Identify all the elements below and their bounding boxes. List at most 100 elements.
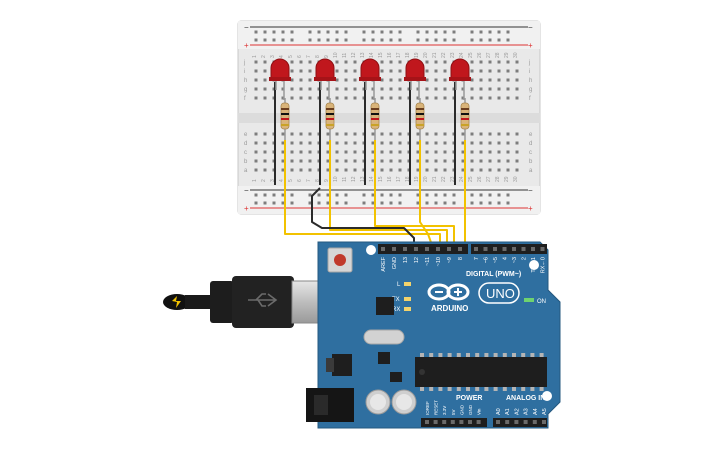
breadboard-hole bbox=[308, 141, 312, 145]
breadboard-hole bbox=[290, 141, 294, 145]
wire-ground[interactable] bbox=[311, 187, 415, 248]
reset-button-cap[interactable] bbox=[334, 254, 346, 266]
led-tx-label: TX bbox=[392, 297, 400, 303]
breadboard-hole bbox=[506, 60, 510, 64]
rail-hole bbox=[398, 201, 402, 205]
rail-hole bbox=[281, 201, 285, 205]
column-number-top: 17 bbox=[396, 52, 402, 58]
breadboard-hole bbox=[488, 141, 492, 145]
rail-hole bbox=[281, 193, 285, 197]
breadboard-hole bbox=[389, 159, 393, 163]
breadboard-hole bbox=[326, 87, 330, 91]
breadboard-hole bbox=[380, 69, 384, 73]
led-2[interactable] bbox=[314, 58, 336, 100]
rail-hole bbox=[308, 30, 312, 34]
row-letter: i bbox=[529, 69, 530, 75]
breadboard-hole bbox=[380, 87, 384, 91]
column-number-bottom: 26 bbox=[477, 176, 483, 182]
breadboard-hole bbox=[515, 159, 519, 163]
rail-hole bbox=[470, 193, 474, 197]
breadboard-hole bbox=[299, 159, 303, 163]
breadboard-hole bbox=[380, 132, 384, 136]
header-pin bbox=[514, 420, 519, 424]
breadboard-hole bbox=[434, 60, 438, 64]
led-3[interactable] bbox=[359, 58, 381, 100]
row-letter: d bbox=[244, 141, 247, 147]
resistor-1[interactable] bbox=[280, 98, 290, 140]
row-letter: e bbox=[529, 132, 533, 138]
wire-pin-12[interactable] bbox=[329, 140, 448, 248]
breadboard-hole bbox=[353, 150, 357, 154]
led-4[interactable] bbox=[404, 58, 426, 100]
column-number-top: 2 bbox=[261, 55, 267, 58]
column-number-bottom: 11 bbox=[342, 177, 348, 182]
breadboard-hole bbox=[299, 96, 303, 100]
header-pin bbox=[436, 247, 440, 251]
rail-hole bbox=[254, 38, 258, 42]
rail-hole bbox=[434, 30, 438, 34]
row-letter: c bbox=[529, 150, 532, 156]
rail-hole bbox=[416, 193, 420, 197]
header-pin bbox=[458, 247, 462, 251]
dc-power-jack[interactable] bbox=[306, 388, 354, 422]
wire-pin-10[interactable] bbox=[419, 140, 434, 249]
breadboard-hole bbox=[461, 141, 465, 145]
resistor-2[interactable] bbox=[325, 98, 335, 140]
rail-hole bbox=[272, 193, 276, 197]
column-number-top: 4 bbox=[279, 55, 285, 58]
mounting-hole bbox=[542, 391, 552, 401]
breadboard-hole bbox=[470, 168, 474, 172]
breadboard-hole bbox=[416, 141, 420, 145]
led-1[interactable] bbox=[269, 58, 291, 100]
column-number-top: 15 bbox=[378, 52, 384, 58]
resistor-3[interactable] bbox=[370, 98, 380, 140]
rail-hole bbox=[263, 30, 267, 34]
rail-hole bbox=[452, 38, 456, 42]
rail-hole bbox=[290, 30, 294, 34]
rail-hole bbox=[344, 193, 348, 197]
column-number-top: 16 bbox=[387, 52, 393, 58]
usb-cable-cord bbox=[185, 295, 213, 309]
header-pin bbox=[392, 247, 396, 251]
led-5[interactable] bbox=[449, 58, 471, 100]
wire-pin-13[interactable] bbox=[284, 140, 441, 248]
chip-pin bbox=[539, 387, 544, 391]
rail-hole bbox=[425, 193, 429, 197]
breadboard-hole bbox=[497, 141, 501, 145]
rail-hole bbox=[263, 193, 267, 197]
rail-hole bbox=[290, 201, 294, 205]
chip-pin bbox=[502, 387, 507, 391]
breadboard-hole bbox=[479, 150, 483, 154]
breadboard-hole bbox=[434, 96, 438, 100]
resistor-5[interactable] bbox=[460, 98, 470, 140]
rail-hole bbox=[506, 201, 510, 205]
breadboard-hole bbox=[416, 159, 420, 163]
breadboard-hole bbox=[299, 87, 303, 91]
breadboard-hole bbox=[353, 60, 357, 64]
column-number-bottom: 30 bbox=[513, 176, 519, 182]
header-pin bbox=[414, 247, 418, 251]
rail-hole bbox=[362, 201, 366, 205]
breadboard-hole bbox=[398, 69, 402, 73]
resistor-4[interactable] bbox=[415, 98, 425, 140]
digital-pin-label: 12 bbox=[414, 257, 420, 263]
breadboard-hole bbox=[479, 69, 483, 73]
breadboard-hole bbox=[488, 78, 492, 82]
chip-pin bbox=[456, 353, 461, 357]
rail-minus-label-bottom-right: − bbox=[528, 186, 533, 195]
column-number-top: 22 bbox=[441, 52, 447, 58]
rail-hole bbox=[425, 38, 429, 42]
analog-header-label: ANALOG IN bbox=[506, 395, 545, 402]
breadboard-hole bbox=[488, 150, 492, 154]
wire-pin-11[interactable] bbox=[374, 140, 455, 248]
breadboard-hole bbox=[470, 159, 474, 163]
rail-hole bbox=[479, 201, 483, 205]
rail-hole bbox=[290, 38, 294, 42]
breadboard-hole bbox=[353, 159, 357, 163]
rail-hole bbox=[506, 30, 510, 34]
row-letter: j bbox=[243, 60, 245, 66]
breadboard-hole bbox=[380, 168, 384, 172]
breadboard-hole bbox=[506, 78, 510, 82]
column-number-bottom: 28 bbox=[495, 176, 501, 182]
breadboard-hole bbox=[515, 168, 519, 172]
